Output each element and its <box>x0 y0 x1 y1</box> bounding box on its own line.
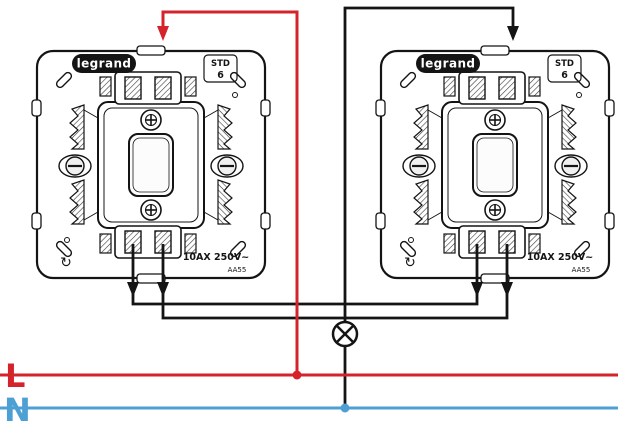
rating-label: 10AX 250V~ <box>527 252 593 263</box>
switch2-feed-wire <box>343 6 515 322</box>
black-wires <box>131 6 515 408</box>
live-feed-path <box>161 10 299 375</box>
legrand-logo-pill <box>72 54 136 73</box>
batch-code: AA55 <box>228 266 247 274</box>
std-value: 6 <box>217 70 224 81</box>
black-wire-arrows <box>127 26 519 297</box>
live-label: L <box>5 357 25 395</box>
batch-code: AA55 <box>572 266 591 274</box>
traveler-wire-upper <box>131 244 479 306</box>
lamp-icon <box>331 320 359 348</box>
wire-arrow <box>157 282 169 297</box>
traveler-wire-lower <box>161 244 509 320</box>
lamp-cross-2 <box>335 324 355 344</box>
legrand-logo-pill <box>416 54 480 73</box>
switch-2-labels: legrand STD 6 10AX 250V~ AA55 ↻ <box>404 54 593 274</box>
std-value: 6 <box>561 70 568 81</box>
std-box <box>203 54 238 83</box>
wire-arrow <box>507 26 519 41</box>
recycle-icon: ↻ <box>404 255 416 271</box>
wire-arrow <box>501 282 513 297</box>
std-label: STD <box>211 59 230 69</box>
live-wire <box>161 10 299 375</box>
wire-arrow <box>127 282 139 297</box>
live-wire-arrow <box>157 26 169 41</box>
live-junction-dot <box>292 370 302 380</box>
std-label: STD <box>555 59 574 69</box>
switch-1-labels: legrand STD 6 10AX 250V~ AA55 ↻ <box>60 54 249 274</box>
wire-arrow <box>471 282 483 297</box>
neutral-junction-dot <box>340 403 350 413</box>
rating-label: 10AX 250V~ <box>183 252 249 263</box>
recycle-icon: ↻ <box>60 255 72 271</box>
neutral-label: N <box>4 391 31 428</box>
std-box <box>547 54 582 83</box>
legrand-logo: legrand <box>421 57 476 71</box>
legrand-logo: legrand <box>77 57 132 71</box>
